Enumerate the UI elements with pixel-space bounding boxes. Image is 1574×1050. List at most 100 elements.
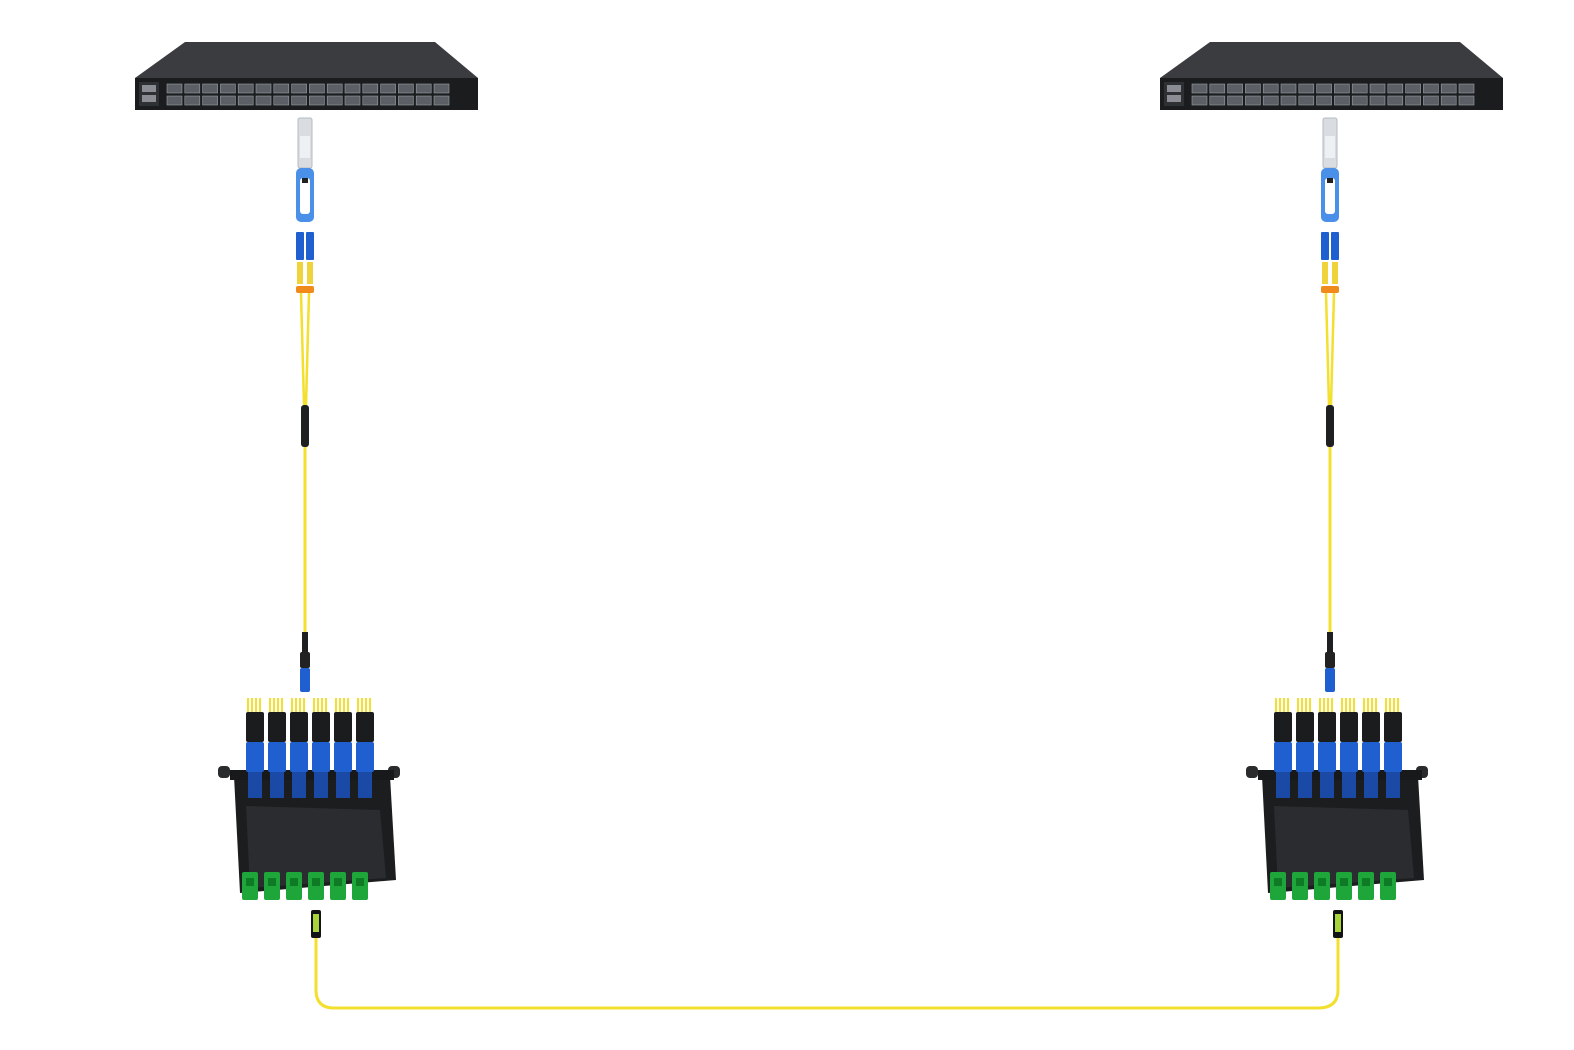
lc-connector-pair (248, 772, 262, 798)
switch-port (1458, 83, 1475, 94)
switch-port (166, 95, 183, 106)
mpo-connector (311, 910, 321, 938)
adapter-port (1384, 878, 1392, 886)
lc-duplex-connector (1321, 232, 1339, 293)
fiber-tail (1345, 698, 1347, 712)
fiber-tail (1319, 698, 1321, 712)
fiber-tail (277, 698, 279, 712)
switch-top-cover (135, 42, 478, 78)
lc-connector-pair (1276, 772, 1290, 798)
fiber-tail (1353, 698, 1355, 712)
lc-connector-pair (1364, 772, 1378, 798)
fiber-tail (365, 698, 367, 712)
fiber-tail (295, 698, 297, 712)
mounting-latch (1246, 766, 1258, 778)
lc-connector-pair (358, 772, 372, 798)
switch-port (309, 83, 325, 94)
switch-port (1262, 83, 1279, 94)
adapter-port (334, 878, 342, 886)
fiber-tail (303, 698, 305, 712)
switch-port (237, 83, 254, 94)
lc-adapter (290, 742, 308, 772)
switch-port (344, 83, 361, 94)
adapter-port (1296, 878, 1304, 886)
lc-uniboot-connector (300, 668, 310, 692)
pull-tab-window (300, 178, 310, 214)
fiber-tail (247, 698, 249, 712)
lc-adapter (356, 742, 374, 772)
lc-connector-pair (314, 772, 328, 798)
switch-port (291, 95, 307, 106)
switch-port (220, 95, 236, 106)
fiber-cassette (1246, 698, 1428, 900)
fiber-tail (1309, 698, 1311, 712)
switch-port (380, 95, 396, 106)
mgmt-port-icon (142, 85, 156, 92)
fiber-tail (1275, 698, 1277, 712)
fiber-tail (1341, 698, 1343, 712)
cassette-front-rail (1258, 770, 1422, 780)
connector-boots (1384, 712, 1402, 742)
switch-port (398, 95, 414, 106)
switch-port (326, 95, 343, 106)
adapter-port (312, 878, 320, 886)
connector-housing (1325, 652, 1335, 668)
switch-port (255, 95, 272, 106)
switch-port (380, 83, 396, 94)
fiber-tail (1331, 698, 1333, 712)
mgmt-port-icon (1167, 95, 1181, 102)
connector-boots (1318, 712, 1336, 742)
lc-duplex-connector (296, 232, 314, 293)
fiber-tail (1349, 698, 1351, 712)
fiber-tail (343, 698, 345, 712)
cassette-tray (1274, 806, 1414, 888)
lc-connector-pair (270, 772, 284, 798)
latch-icon (302, 178, 308, 183)
switch-port (1227, 95, 1243, 106)
fiber-tail (313, 698, 315, 712)
lc-adapter (334, 742, 352, 772)
switch-port (1298, 95, 1315, 106)
fiber-tail (321, 698, 323, 712)
switch-port (1280, 83, 1297, 94)
switch-port (1387, 83, 1404, 94)
lc-connector (1331, 232, 1339, 260)
fiber-tail (1385, 698, 1387, 712)
lc-connector-pair (1386, 772, 1400, 798)
switch-port (1423, 83, 1439, 94)
connector-boots (1296, 712, 1314, 742)
connector-boots (290, 712, 308, 742)
switch-port (1227, 83, 1243, 94)
switch-port (1280, 95, 1297, 106)
lc-connector-pair (1320, 772, 1334, 798)
lc-uniboot-connector (1325, 668, 1335, 692)
switch-port (1316, 95, 1332, 106)
lc-connector (306, 232, 314, 260)
left-link-assembly (135, 42, 478, 938)
fanout-splitter (1326, 405, 1334, 447)
switch-port (1458, 95, 1475, 106)
adapter-port (1318, 878, 1326, 886)
connector-boots (312, 712, 330, 742)
fiber-tail (1287, 698, 1289, 712)
lc-connector-pair (292, 772, 306, 798)
switch-port (1334, 83, 1350, 94)
fiber-tail (1297, 698, 1299, 712)
mounting-latch (218, 766, 230, 778)
switch-port (202, 95, 218, 106)
fiber-tail (339, 698, 341, 712)
transceiver-label (1325, 136, 1335, 158)
fiber-tail (325, 698, 327, 712)
adapter-port (1274, 878, 1282, 886)
fiber-tail (335, 698, 337, 712)
fiber-tail (1371, 698, 1373, 712)
switch-port (1298, 83, 1315, 94)
switch-port (1369, 83, 1386, 94)
fiber-tail (291, 698, 293, 712)
fiber-tail (1305, 698, 1307, 712)
fiber-tail (1323, 698, 1325, 712)
adapter-port (246, 878, 254, 886)
fiber-tail (255, 698, 257, 712)
switch-top-cover (1160, 42, 1503, 78)
